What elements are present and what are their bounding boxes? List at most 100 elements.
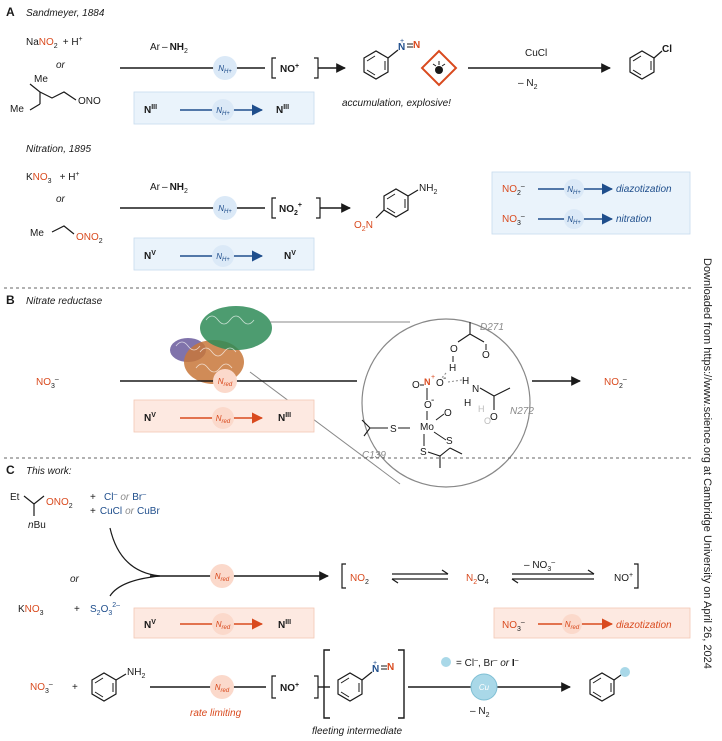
nitroaniline-structure: NH2 O2N: [354, 183, 437, 233]
svg-text:Me: Me: [30, 228, 44, 239]
minus-nitrate: – NO3–: [524, 559, 555, 573]
svg-text:Nred: Nred: [216, 620, 231, 631]
svg-text:Nred: Nred: [215, 683, 230, 694]
svg-text:N: N: [398, 42, 405, 53]
legend-nitration: nitration: [616, 214, 652, 225]
svg-text:Nred: Nred: [216, 414, 231, 425]
n-iii-right: NIII: [276, 104, 289, 116]
chlorobenzene-structure: Cl: [629, 44, 672, 80]
svg-text:O: O: [482, 350, 490, 361]
svg-text:H: H: [464, 398, 471, 409]
nitration-or: or: [56, 194, 66, 205]
svg-text:H: H: [449, 363, 456, 374]
ono-label: ONO: [78, 96, 101, 107]
me-label-upper: Me: [34, 74, 48, 85]
svg-text:NH+: NH+: [567, 215, 581, 226]
svg-text:O: O: [450, 344, 458, 355]
svg-text:Cl: Cl: [662, 44, 672, 55]
svg-text:NH+: NH+: [218, 204, 232, 215]
nitrate-bottom: NO3–: [30, 681, 53, 695]
cucl-label: CuCl: [525, 48, 547, 59]
svg-text:-: -: [443, 373, 446, 384]
svg-text:+: +: [373, 660, 377, 667]
active-site-zoom: [361, 318, 531, 488]
alkyl-nitrate-structure: Et nBu ONO2: [10, 492, 73, 531]
n2o4: N2O4: [466, 573, 489, 586]
svg-text:D271: D271: [480, 322, 504, 333]
svg-text:S: S: [390, 424, 397, 435]
sandmeyer-nano2: NaNO2+ H+: [26, 36, 83, 50]
svg-text:ONO2: ONO2: [76, 232, 103, 245]
svg-text:O: O: [484, 416, 491, 426]
svg-text:S: S: [446, 436, 453, 447]
svg-text:NV: NV: [284, 250, 296, 262]
kno3-c: KNO3: [18, 604, 44, 617]
svg-text:NV: NV: [144, 619, 156, 631]
nitrate-b: NO3–: [36, 376, 59, 390]
svg-text:O2N: O2N: [354, 220, 373, 233]
nitrosonium-c: NO+: [280, 682, 299, 694]
svg-text:NH+: NH+: [567, 185, 581, 196]
svg-text:O: O: [436, 378, 444, 389]
svg-text:S: S: [420, 447, 427, 458]
svg-text:Nred: Nred: [565, 620, 580, 631]
accumulation-note: accumulation, explosive!: [342, 98, 451, 109]
diazonium-structure-a: N + N: [363, 38, 420, 80]
diazotization-no3: NO3–: [502, 619, 525, 633]
svg-text:H: H: [478, 404, 485, 414]
no2-radical: NO2: [350, 573, 369, 586]
aniline-structure: NH2: [91, 667, 145, 702]
svg-text:nBu: nBu: [28, 520, 46, 531]
diazotization-label-c: diazotization: [616, 620, 672, 631]
svg-text:NIII: NIII: [278, 619, 291, 631]
nitrate-reductase-title: Nitrate reductase: [26, 296, 103, 307]
panel-label-a: A: [6, 5, 15, 19]
nitrosonium-a: NO+: [280, 63, 299, 75]
panel-label-b: B: [6, 293, 15, 307]
panel-label-c: C: [6, 463, 15, 477]
fleeting-intermediate-label: fleeting intermediate: [312, 726, 402, 737]
svg-text:-: -: [431, 395, 434, 406]
nitration-kno3: KNO3+ H+: [26, 171, 80, 185]
explosive-hazard-icon: [420, 49, 458, 87]
nitration-arnh2: Ar–NH2: [150, 182, 188, 195]
svg-text:H: H: [462, 376, 469, 387]
svg-text:NV: NV: [144, 412, 156, 424]
svg-text:Nred: Nred: [215, 572, 230, 583]
no-plus-c: NO+: [614, 572, 633, 584]
legend-no2: NO2–: [502, 183, 525, 197]
svg-text:or: or: [70, 574, 80, 585]
diazotization-box: [493, 607, 691, 639]
svg-text:NV: NV: [144, 250, 156, 262]
svg-text:C139: C139: [362, 450, 386, 461]
svg-text:+: +: [400, 38, 404, 45]
this-work-title: This work:: [26, 466, 72, 477]
svg-text:+: +: [90, 492, 96, 503]
nh-plus-label: NH+: [218, 64, 232, 75]
svg-text:ONO2: ONO2: [46, 497, 73, 510]
nitration-title: Nitration, 1895: [26, 144, 91, 155]
download-note: Downloaded from https://www.science.org …: [701, 258, 713, 669]
rate-limiting-label: rate limiting: [190, 708, 242, 719]
halide-legend-dot: [441, 657, 451, 667]
isoamyl-nitrite-structure: Me Me ONO: [10, 74, 101, 115]
sandmeyer-title: Sandmeyer, 1884: [26, 8, 105, 19]
svg-text:NIII: NIII: [278, 412, 291, 424]
svg-text:+: +: [74, 604, 80, 615]
legend-no3: NO3–: [502, 213, 525, 227]
legend-box: [491, 171, 691, 235]
sandmeyer-arnh2: Ar–NH2: [150, 42, 188, 55]
svg-text:N272: N272: [510, 406, 534, 417]
nitrite-b: NO2–: [604, 376, 627, 390]
svg-text:N: N: [413, 40, 420, 51]
svg-text:O: O: [412, 380, 420, 391]
svg-text:+: +: [72, 682, 78, 693]
svg-text:Mo: Mo: [420, 422, 434, 433]
svg-text:Et: Et: [10, 492, 20, 503]
aryl-halide-product: [589, 667, 630, 702]
svg-text:N: N: [424, 377, 431, 387]
sandmeyer-or: or: [56, 60, 66, 71]
